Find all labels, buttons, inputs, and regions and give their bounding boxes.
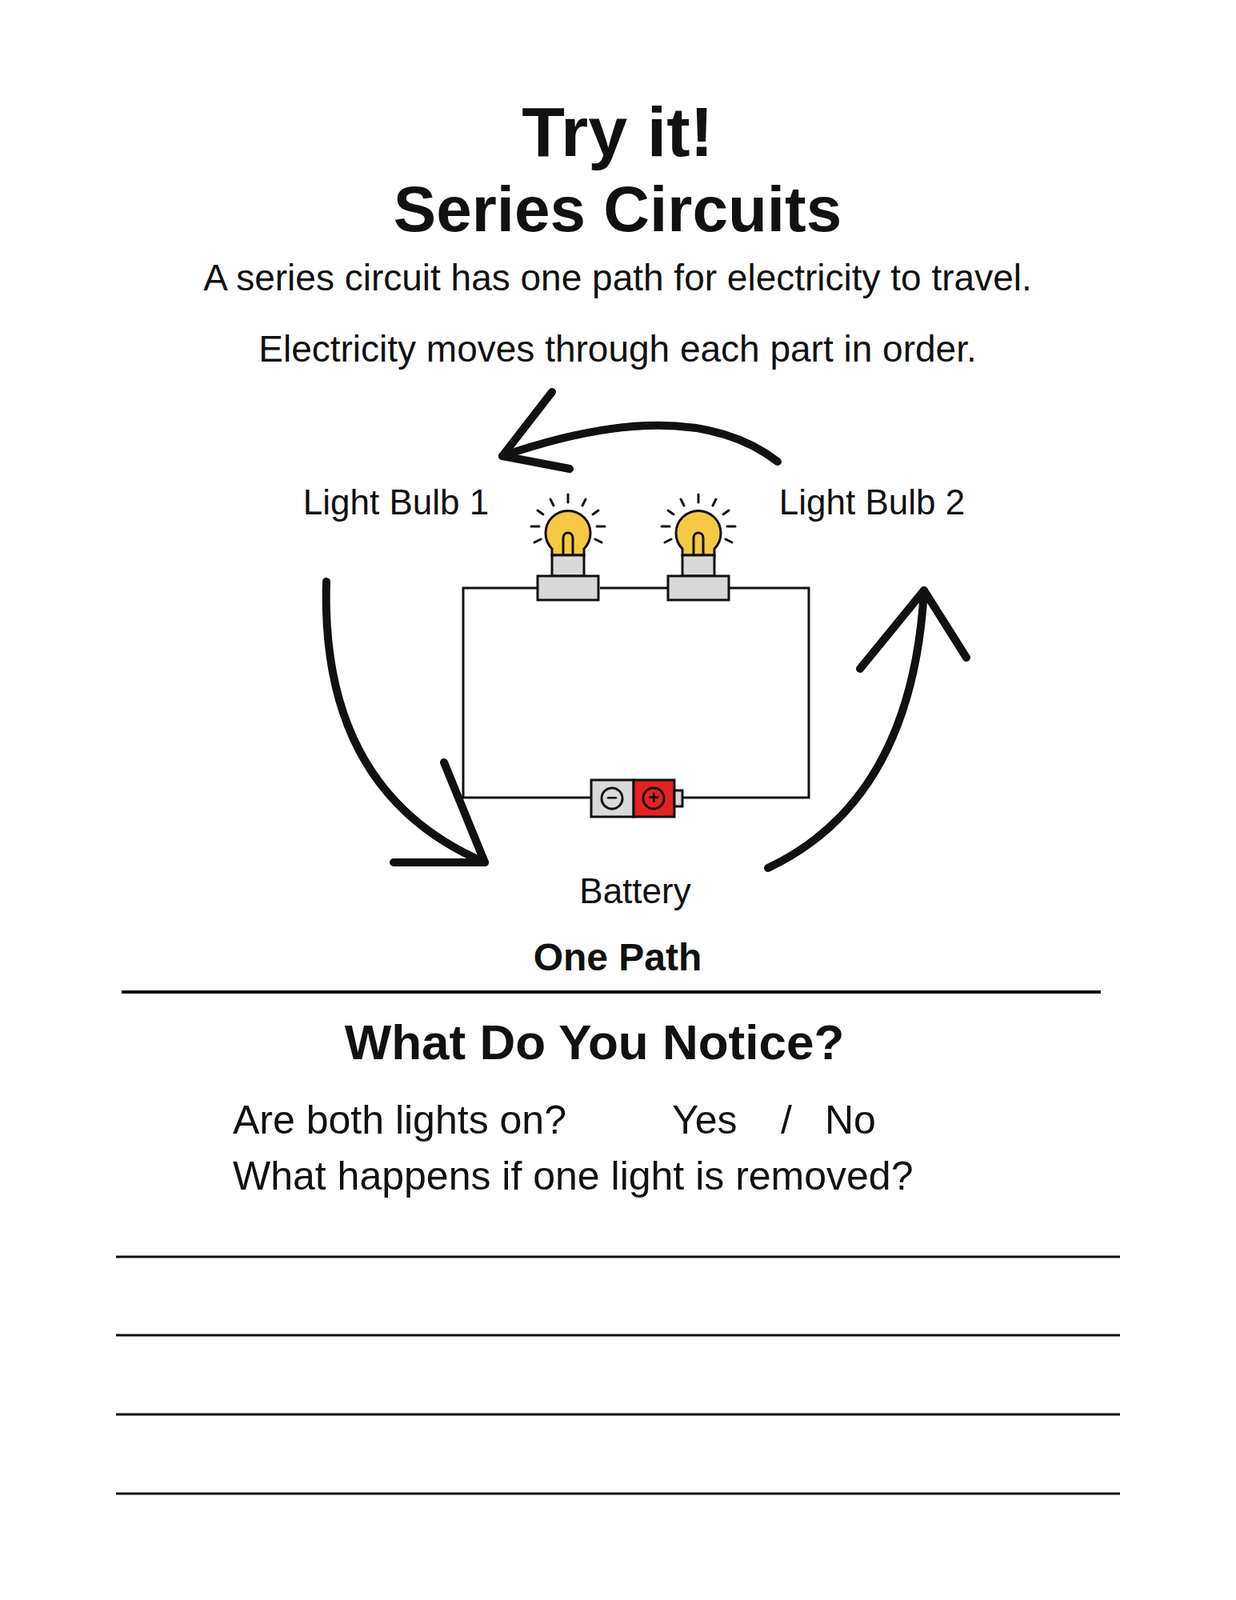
light-bulb-2: [661, 494, 736, 600]
circuit-wire: [463, 588, 809, 798]
question-text: What happens if one light is removed?: [232, 1154, 914, 1199]
caption-label: One Path: [533, 936, 703, 980]
part-label: Light Bulb 2: [779, 483, 965, 522]
terminal-sign: +: [648, 787, 660, 808]
title-heading: Try it!: [521, 93, 714, 172]
section-heading: What Do You Notice?: [344, 1015, 845, 1070]
subtitle-heading: Series Circuits: [393, 174, 842, 245]
intro-text: A series circuit has one path for electr…: [203, 257, 1032, 299]
battery-symbol: [591, 780, 683, 817]
answer-separator: /: [780, 1098, 792, 1143]
intro-text: Electricity moves through each part in o…: [258, 328, 976, 370]
part-label: Battery: [579, 872, 691, 911]
answer-choice: No: [824, 1098, 876, 1143]
question-text: Are both lights on?: [232, 1098, 567, 1143]
answer-choice: Yes: [672, 1098, 738, 1143]
answer-line: [116, 1256, 1120, 1494]
flow-arrow: [326, 392, 967, 868]
divider-line: [121, 990, 1101, 994]
part-label: Light Bulb 1: [303, 483, 489, 522]
terminal-sign: −: [606, 787, 618, 808]
light-bulb-1: [531, 494, 605, 600]
